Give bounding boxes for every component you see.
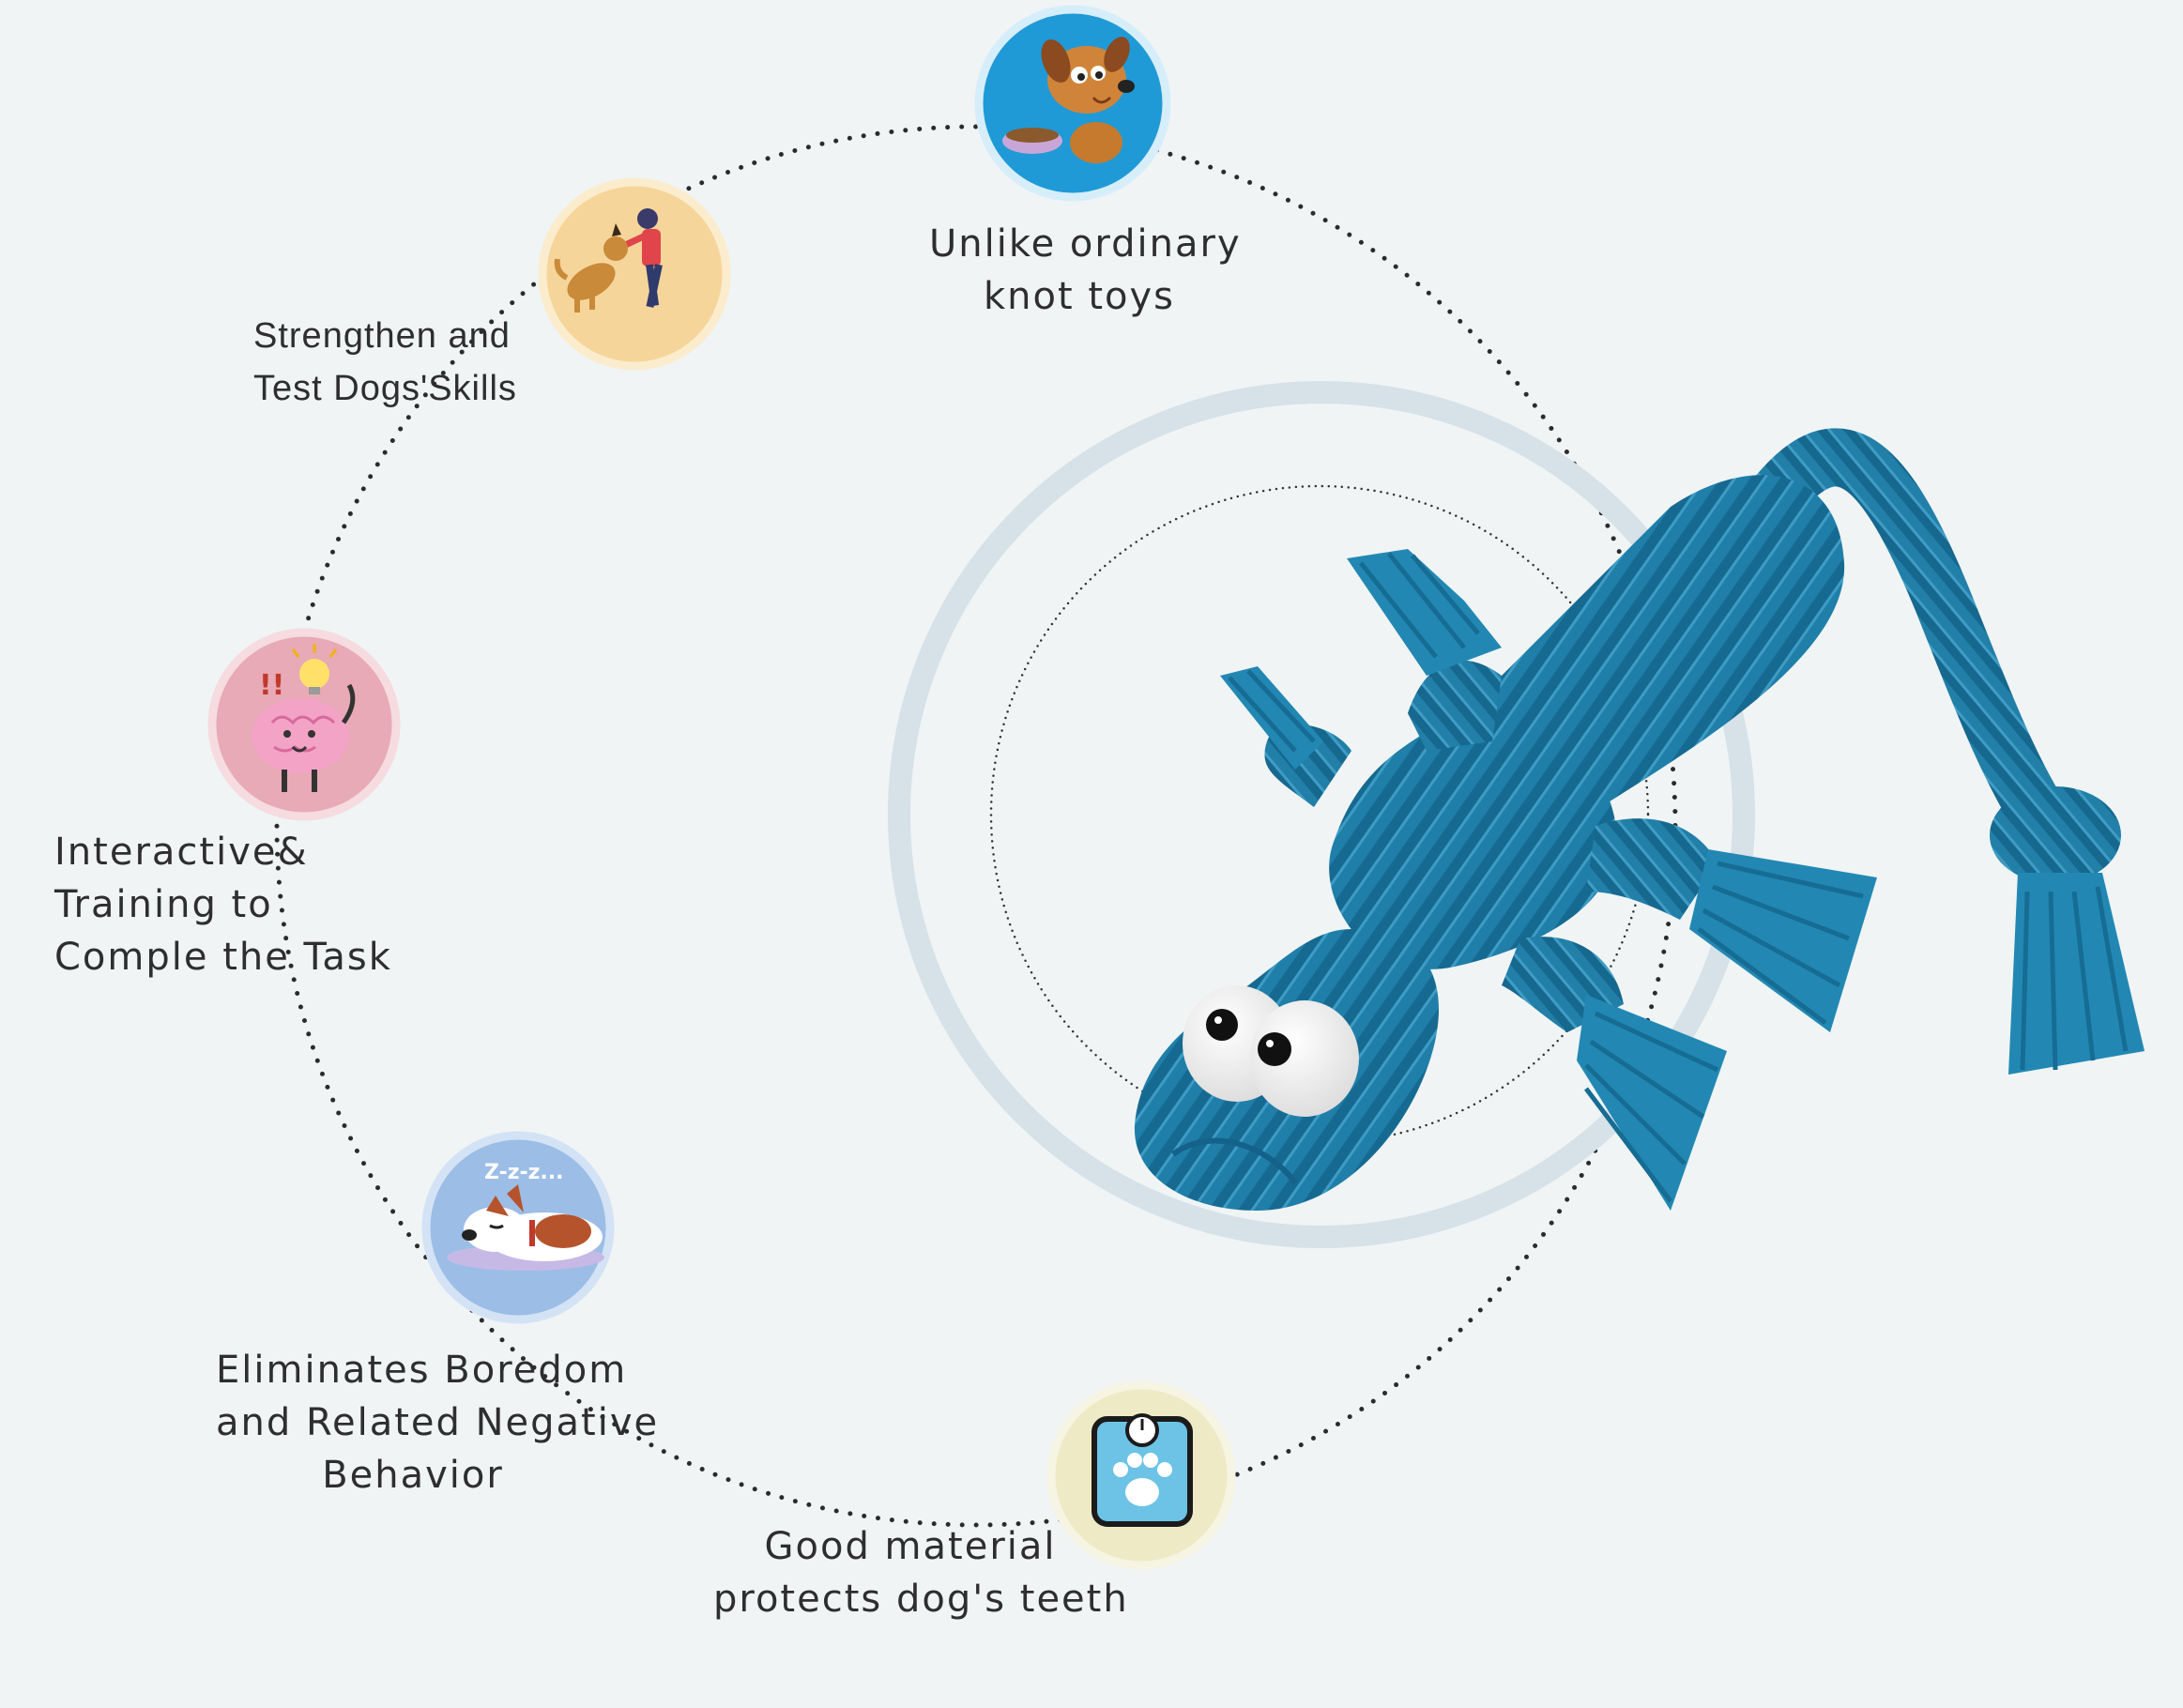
feature-text-line: knot toys xyxy=(983,275,1176,318)
badge-good-material xyxy=(1046,1380,1236,1570)
feature-label-eliminates-boredom: Eliminates Boredom and Related Negative … xyxy=(216,1344,660,1502)
feature-label-strengthen-skills: Strengthen and Test Dogs'Skills xyxy=(253,310,517,415)
feature-text-line: Test Dogs'Skills xyxy=(253,369,517,408)
puppy-with-bowl-icon xyxy=(1002,37,1135,163)
svg-text:!!: !! xyxy=(259,669,284,702)
paw-scale-icon xyxy=(1092,1413,1193,1527)
feature-text-line: Behavior xyxy=(322,1454,504,1497)
feature-label-good-material: Good material protects dog's teeth xyxy=(713,1520,1129,1625)
feature-text-line: and Related Negative xyxy=(216,1401,660,1444)
feature-text-line: protects dog's teeth xyxy=(713,1578,1129,1621)
svg-text:Z-z-z...: Z-z-z... xyxy=(484,1161,564,1184)
feature-text-line: Eliminates Boredom xyxy=(216,1349,628,1392)
thinking-brain-icon: !! xyxy=(252,644,356,792)
blue-rope-lizard-toy xyxy=(1134,428,2145,1211)
feature-label-unlike-ordinary: Unlike ordinary knot toys xyxy=(929,218,1242,323)
badge-unlike-ordinary xyxy=(974,5,1171,202)
dog-training-high-five-icon xyxy=(554,208,663,313)
feature-label-interactive-training: Interactive& Training to Comple the Task xyxy=(54,826,392,984)
feature-text-line: Good material xyxy=(764,1525,1057,1568)
feature-text-line: Interactive& xyxy=(54,831,309,874)
badge-eliminates-boredom: Z-z-z... xyxy=(421,1131,615,1324)
feature-text-line: Comple the Task xyxy=(54,936,392,979)
feature-text-line: Strengthen and xyxy=(253,316,511,356)
inner-light-ring xyxy=(888,381,1755,1248)
badge-interactive-training: !! xyxy=(207,628,401,821)
badge-strengthen-skills xyxy=(538,177,731,371)
feature-text-line: Unlike ordinary xyxy=(929,222,1242,266)
inner-dotted-ring xyxy=(989,484,1650,1145)
feature-text-line: Training to xyxy=(54,883,273,926)
sleeping-dog-icon: Z-z-z... xyxy=(447,1161,604,1271)
